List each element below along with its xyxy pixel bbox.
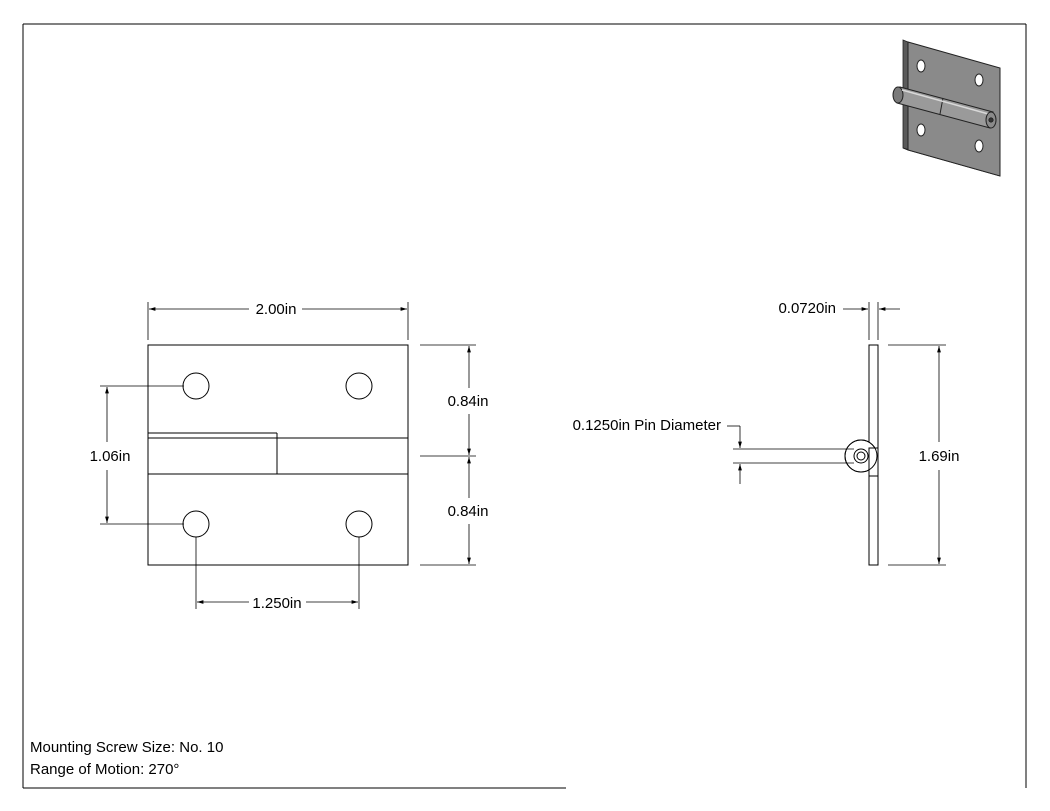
hole-vertical-spacing-dimension: 1.06in: [90, 385, 184, 525]
iso-screw-hole: [974, 139, 984, 153]
iso-pin-end: [988, 117, 994, 123]
front-view: 2.00in 0.84in 0.84in 1.06in: [90, 301, 489, 612]
sheet-border: [22, 23, 1027, 789]
range-of-motion-note: Range of Motion: 270°: [30, 761, 180, 778]
thickness-label: 0.0720in: [778, 300, 836, 317]
overall-height-label: 1.69in: [919, 448, 960, 465]
iso-knuckle-end-left: [892, 86, 904, 104]
iso-screw-hole: [916, 59, 926, 73]
side-leaf-lower: [868, 473, 879, 566]
iso-screw-hole: [974, 73, 984, 87]
overall-height-dimension: 1.69in: [888, 344, 960, 566]
iso-knuckle-highlight: [901, 89, 993, 116]
lower-leaf-height-label: 0.84in: [448, 503, 489, 520]
width-dimension: 2.00in: [147, 301, 409, 340]
pin-diameter-dimension: 0.1250in Pin Diameter: [573, 417, 854, 484]
side-view: 0.0720in 0.1250in Pin Diameter 1.69in: [573, 300, 960, 566]
mounting-hole: [345, 372, 373, 400]
iso-screw-hole: [916, 123, 926, 137]
side-leaf-upper: [868, 344, 879, 452]
mounting-hole: [345, 510, 373, 538]
hole-vertical-spacing-label: 1.06in: [90, 448, 131, 465]
leaf-height-dimensions: 0.84in 0.84in: [420, 344, 489, 566]
mounting-hole: [182, 510, 210, 538]
hole-horizontal-spacing-label: 1.250in: [252, 595, 301, 612]
hole-horizontal-spacing-dimension: 1.250in: [195, 537, 360, 612]
upper-leaf-height-label: 0.84in: [448, 393, 489, 410]
pin-diameter-label: 0.1250in Pin Diameter: [573, 417, 721, 434]
isometric-hinge-view: [892, 39, 1001, 177]
pin: [856, 451, 866, 461]
knuckle-web: [868, 447, 879, 477]
thickness-dimension: 0.0720in: [778, 300, 900, 340]
knuckle-band: [147, 432, 409, 475]
mounting-hole: [182, 372, 210, 400]
knuckle-outer-overlay: [844, 439, 878, 473]
screw-size-note: Mounting Screw Size: No. 10: [30, 739, 224, 756]
width-dimension-label: 2.00in: [256, 301, 297, 318]
